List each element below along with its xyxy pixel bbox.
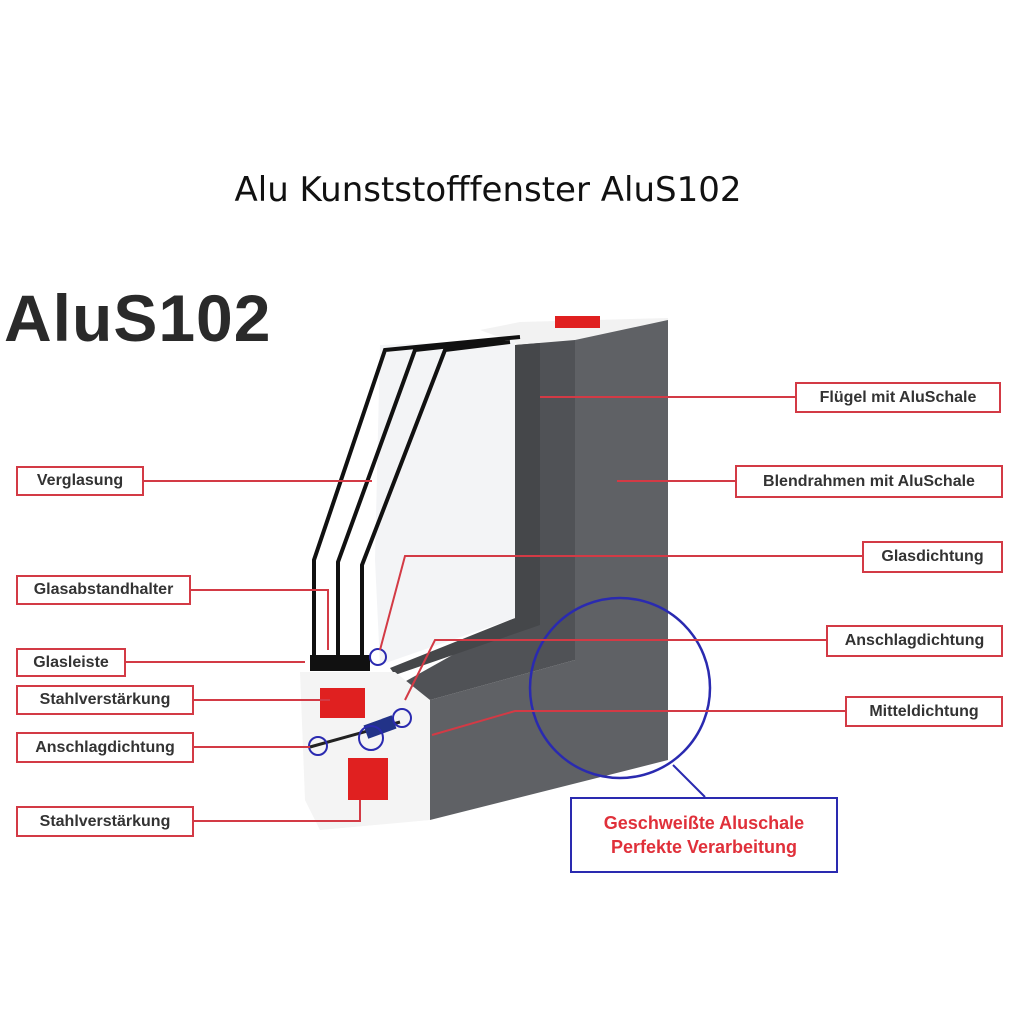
label-glasdichtung: Glasdichtung (862, 541, 1003, 573)
spacer-bar (310, 655, 370, 671)
label-stahlverstaerkung-1: Stahlverstärkung (16, 685, 194, 715)
steel-reinforcement-2 (348, 758, 388, 800)
steel-reinforcement-1 (320, 688, 365, 718)
fluegel-inner (390, 343, 540, 675)
brand-logo-text: AluS102 (4, 281, 272, 355)
label-anschlagdichtung-left: Anschlagdichtung (16, 732, 194, 763)
label-blendrahmen: Blendrahmen mit AluSchale (735, 465, 1003, 498)
label-glasabstandhalter: Glasabstandhalter (16, 575, 191, 605)
page-title: Alu Kunststofffenster AluS102 (234, 170, 742, 210)
label-mitteldichtung: Mitteldichtung (845, 696, 1003, 727)
callout-connector (672, 764, 706, 798)
blendrahmen-frame (430, 320, 668, 820)
weld-highlight-circle (528, 596, 712, 780)
leader-lines (125, 396, 862, 822)
callout-box: Geschweißte Aluschale Perfekte Verarbeit… (570, 797, 838, 873)
label-stahlverstaerkung-2: Stahlverstärkung (16, 806, 194, 837)
callout-line-2: Perfekte Verarbeitung (610, 837, 798, 857)
glass-outlines (312, 335, 521, 665)
top-steel (555, 316, 600, 328)
callout-line-1: Geschweißte Aluschale (603, 813, 805, 833)
label-anschlagdichtung-right: Anschlagdichtung (826, 625, 1003, 657)
glass-pane (375, 340, 515, 665)
label-fluegel: Flügel mit AluSchale (795, 382, 1001, 413)
label-glasleiste: Glasleiste (16, 648, 126, 677)
label-verglasung: Verglasung (16, 466, 144, 496)
